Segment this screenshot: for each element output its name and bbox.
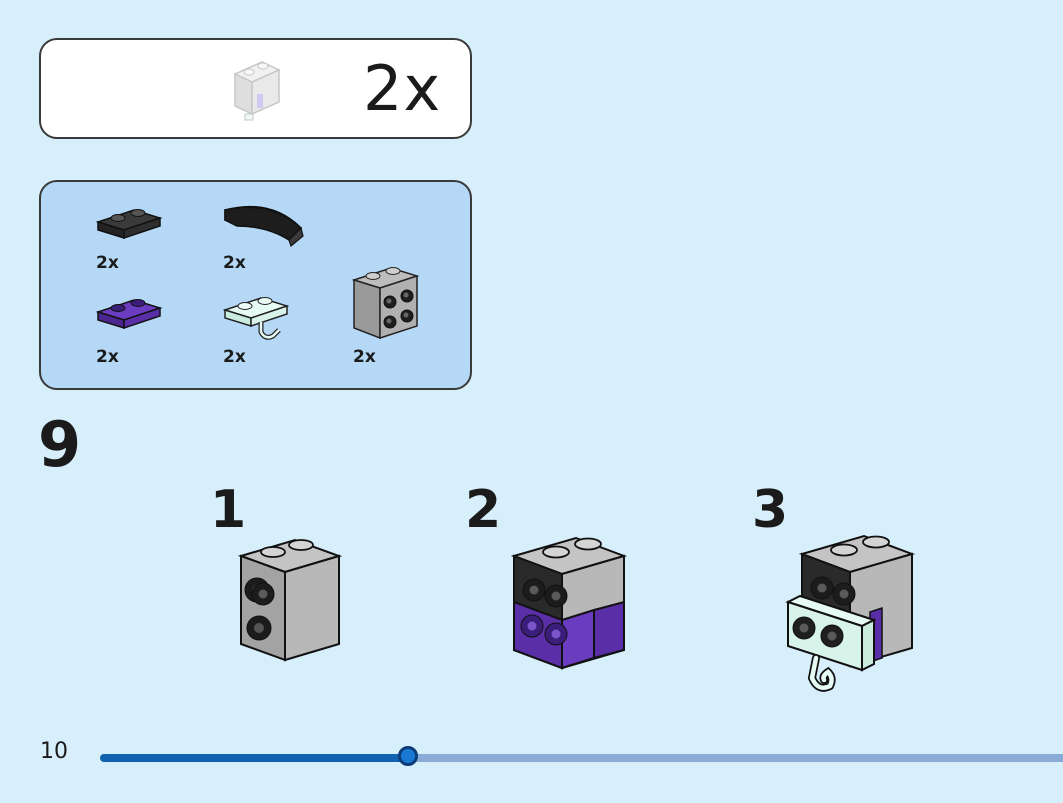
- part-count-purple-plate: 2x: [96, 347, 119, 367]
- mint-clip-plate-icon: [222, 297, 290, 340]
- substep-1-brick-illustration: [237, 538, 343, 662]
- submodel-callout: 2x: [39, 38, 472, 139]
- substep-1-face-studs: [251, 582, 275, 606]
- substep-2-brick-illustration: [510, 536, 628, 670]
- substep-3-number: 3: [752, 480, 789, 540]
- part-count-curved-slope: 2x: [223, 253, 246, 273]
- progress-bar-track: [408, 754, 1063, 762]
- part-count-mint-clip-plate: 2x: [223, 347, 246, 367]
- substep-2-number: 2: [465, 480, 502, 540]
- purple-plate-icon: [95, 299, 163, 330]
- curved-slope-icon: [224, 205, 304, 248]
- part-count-gray-brick: 2x: [353, 347, 376, 367]
- black-plate-icon: [95, 209, 163, 240]
- substep-3-brick-illustration: [785, 534, 916, 692]
- parts-list-panel: 2x 2x 2x 2x: [39, 180, 472, 390]
- progress-slider-handle[interactable]: [398, 746, 419, 766]
- part-count-black-plate: 2x: [96, 253, 119, 273]
- substep-1-number: 1: [210, 480, 247, 540]
- gray-brick-icon: [351, 267, 420, 340]
- assembled-brick-icon: [233, 61, 281, 121]
- progress-bar-fill: [100, 754, 409, 762]
- step-number: 9: [38, 408, 82, 481]
- page-number: 10: [40, 739, 68, 764]
- submodel-multiplier: 2x: [363, 52, 442, 125]
